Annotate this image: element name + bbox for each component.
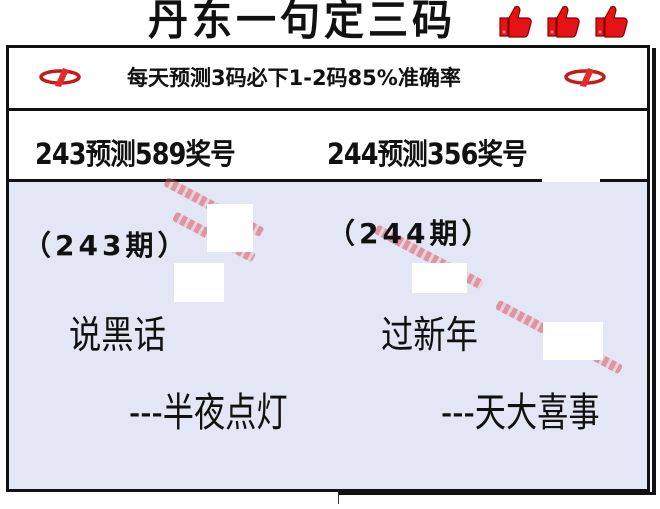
thumbs-up-icon: [496, 4, 534, 38]
frame-shadow-right: [652, 48, 656, 495]
previous-riddle: 说黑话: [69, 313, 166, 357]
current-riddle: 过新年: [381, 313, 478, 357]
banner-row: 每天预测3码必下1-2码85%准确率: [9, 48, 647, 111]
prediction-row: 243预测589奖号 244预测356奖号: [9, 111, 647, 183]
current-prediction: 244预测356奖号: [327, 137, 528, 171]
lottery-logo-icon: [564, 66, 606, 88]
redaction-mask: [543, 322, 603, 360]
redaction-mask: [412, 263, 467, 293]
page-title: 丹东一句定三码: [148, 0, 456, 46]
lottery-logo-icon: [39, 66, 81, 88]
thumbs-up-icon: [592, 4, 630, 38]
riddle-panel: （243期） （244期） 说黑话 过新年 ---半夜点灯 ---天大喜事: [9, 176, 647, 489]
frame-shadow-bottom: [338, 492, 656, 495]
banner-text: 每天预测3码必下1-2码85%准确率: [127, 66, 461, 90]
thumbs-up-icon: [544, 4, 582, 38]
previous-prediction: 243预测589奖号: [35, 137, 236, 171]
thumbs-group: [496, 4, 630, 38]
redaction-mask: [174, 263, 224, 302]
current-answer: ---天大喜事: [441, 390, 600, 436]
redaction-mask: [207, 204, 253, 252]
current-issue: （244期）: [327, 217, 494, 250]
content-frame: 每天预测3码必下1-2码85%准确率 243预测589奖号 244预测356奖号…: [6, 45, 650, 492]
previous-issue: （243期）: [23, 229, 190, 262]
redaction-mask: [542, 141, 600, 183]
frame-tick: [338, 492, 339, 504]
previous-answer: ---半夜点灯: [129, 390, 288, 436]
